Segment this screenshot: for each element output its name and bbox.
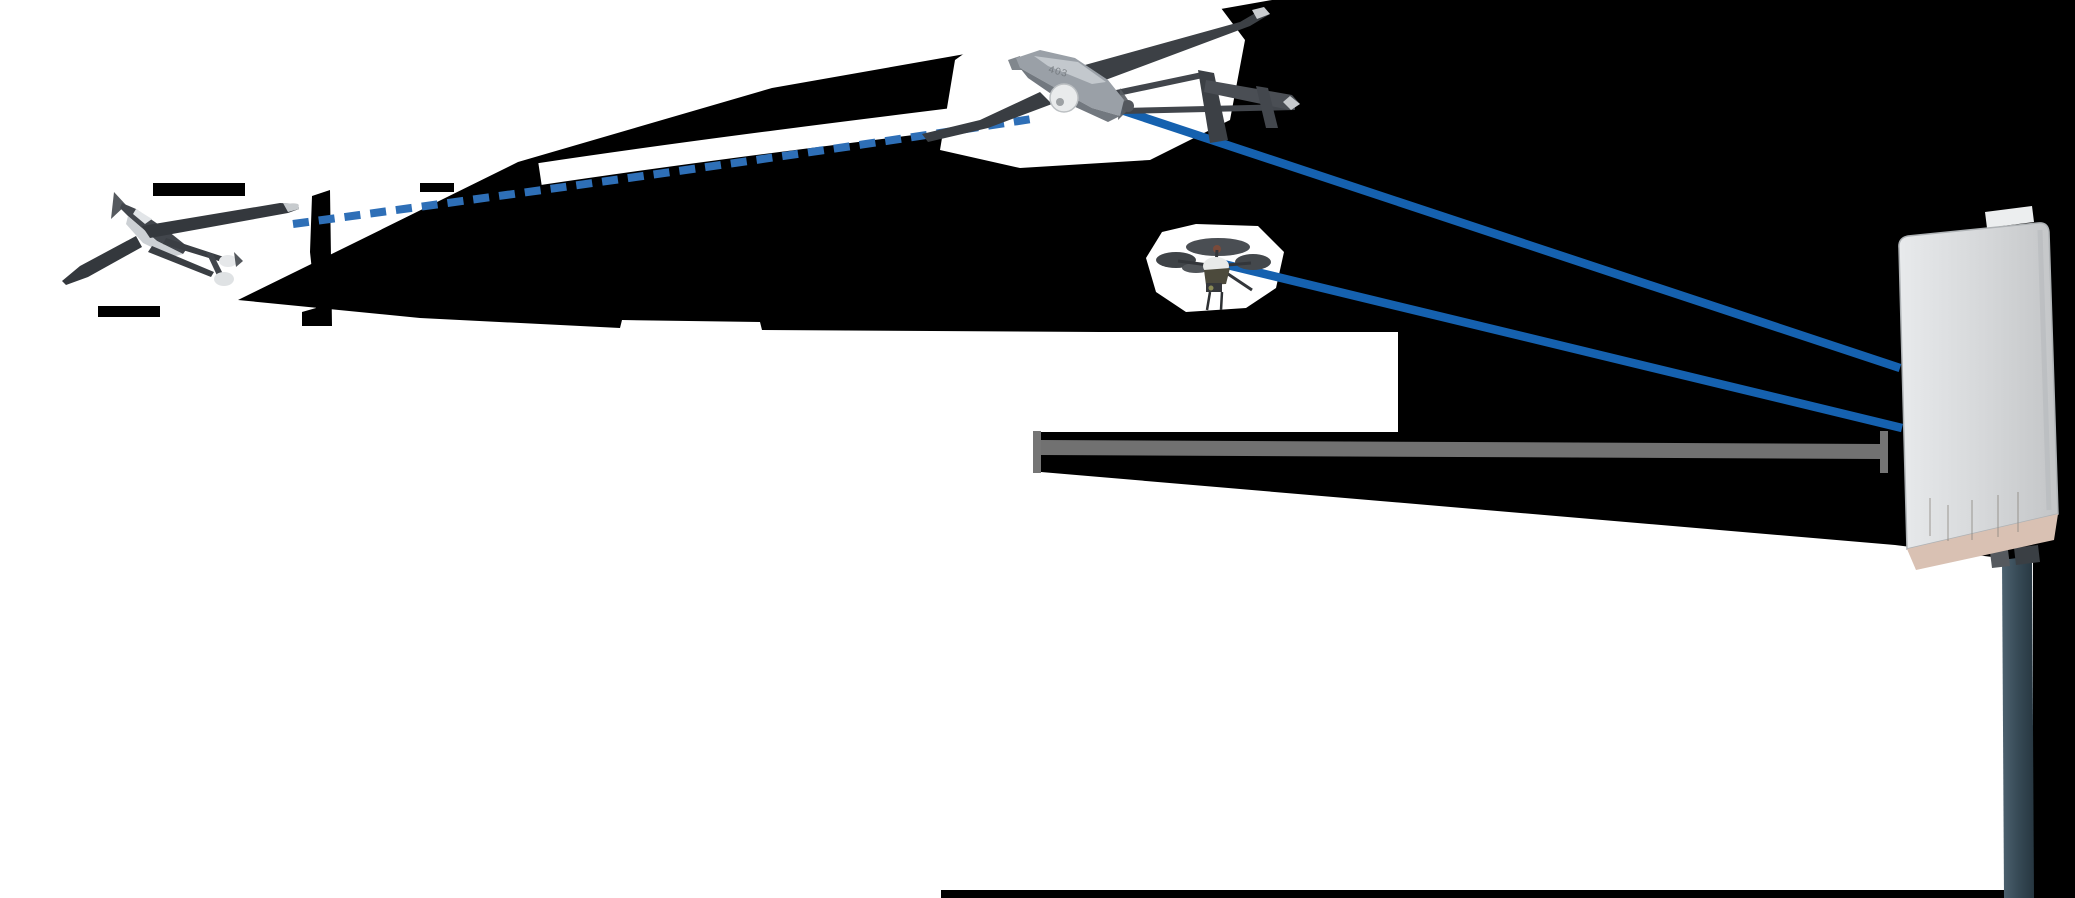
link-solid-relay-to-antenna — [1083, 93, 1902, 373]
propeller-icon — [111, 192, 126, 219]
rotor-right — [1235, 254, 1271, 270]
fixed-wing-uav-center: 403 — [922, 7, 1300, 143]
quadcopter — [1156, 238, 1271, 311]
range-bar — [1033, 431, 1888, 473]
landing-legs — [1205, 291, 1224, 311]
camera-gimbal — [1206, 283, 1222, 292]
right-wingtip — [1252, 7, 1270, 19]
propeller-hub — [1122, 100, 1134, 112]
right-wing — [1074, 8, 1270, 84]
rotor-left — [1156, 252, 1196, 268]
tailplane — [1204, 80, 1300, 110]
ground-antenna-panel — [1898, 206, 2059, 898]
rotor-hub — [1213, 245, 1221, 253]
tail-boom-lower — [148, 246, 214, 277]
fuselage-belly — [126, 216, 183, 257]
panel-bottom-face — [1907, 514, 2058, 570]
rf-connector — [2014, 545, 2040, 565]
panel-face — [1898, 222, 2059, 550]
range-bar-left-cap — [1033, 431, 1041, 473]
canopy — [133, 209, 152, 224]
camera-lens-icon — [1208, 285, 1214, 291]
right-wing — [142, 203, 299, 238]
fuselage-highlight — [1034, 56, 1106, 84]
tail-fin-2 — [1256, 86, 1278, 128]
black-bottom-strip — [941, 890, 2033, 898]
rf-connector — [1990, 550, 2010, 568]
range-bar-right-cap — [1880, 431, 1888, 473]
sensor-ball-turret — [1049, 83, 1079, 113]
tail-pod — [219, 255, 237, 267]
black-remnant-strip — [420, 183, 454, 192]
right-wingtip — [283, 203, 299, 212]
tailplane-tip — [1283, 96, 1300, 110]
link-solid-quad-to-antenna — [1214, 257, 1903, 433]
antenna-pole — [2002, 556, 2034, 898]
left-wing — [922, 92, 1052, 142]
tail-propeller-icon — [234, 252, 243, 267]
tail-pod — [214, 272, 234, 286]
weathering-streaks — [1929, 492, 2019, 541]
tail-boom-upper — [1116, 72, 1203, 96]
fixed-wing-uav-left — [62, 192, 299, 286]
panel-edge-shade — [2037, 229, 2052, 511]
black-remnant-strip — [153, 183, 245, 196]
black-remnant-strip — [98, 306, 160, 317]
black-remnant-stairs — [302, 190, 332, 326]
mount-bracket — [1985, 206, 2034, 228]
fuselage — [1016, 50, 1124, 116]
sensor-lens-icon — [1056, 98, 1064, 106]
range-bar-line — [1041, 440, 1880, 459]
fuselage-marking: 403 — [1047, 64, 1069, 80]
quad-body — [1204, 268, 1230, 285]
left-wing — [62, 236, 142, 285]
fuselage-belly — [1020, 68, 1120, 122]
